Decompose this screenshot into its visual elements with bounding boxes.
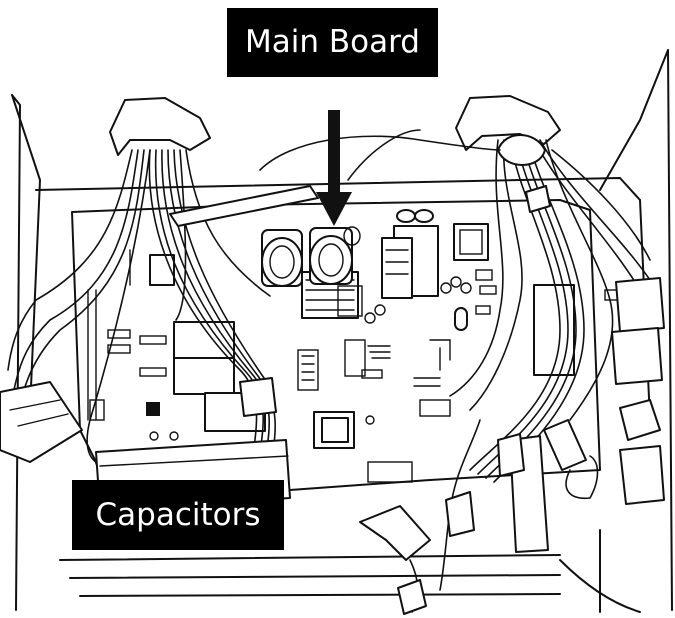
right-wire-harness bbox=[259, 95, 665, 553]
right-components bbox=[381, 223, 620, 417]
main-board-label: Main Board bbox=[227, 8, 438, 77]
left-wire-harness bbox=[0, 97, 319, 511]
capacitors-label: Capacitors bbox=[72, 480, 284, 550]
bottom-plug bbox=[359, 419, 599, 615]
capacitors bbox=[261, 209, 434, 287]
main-board-arrow bbox=[316, 110, 352, 226]
